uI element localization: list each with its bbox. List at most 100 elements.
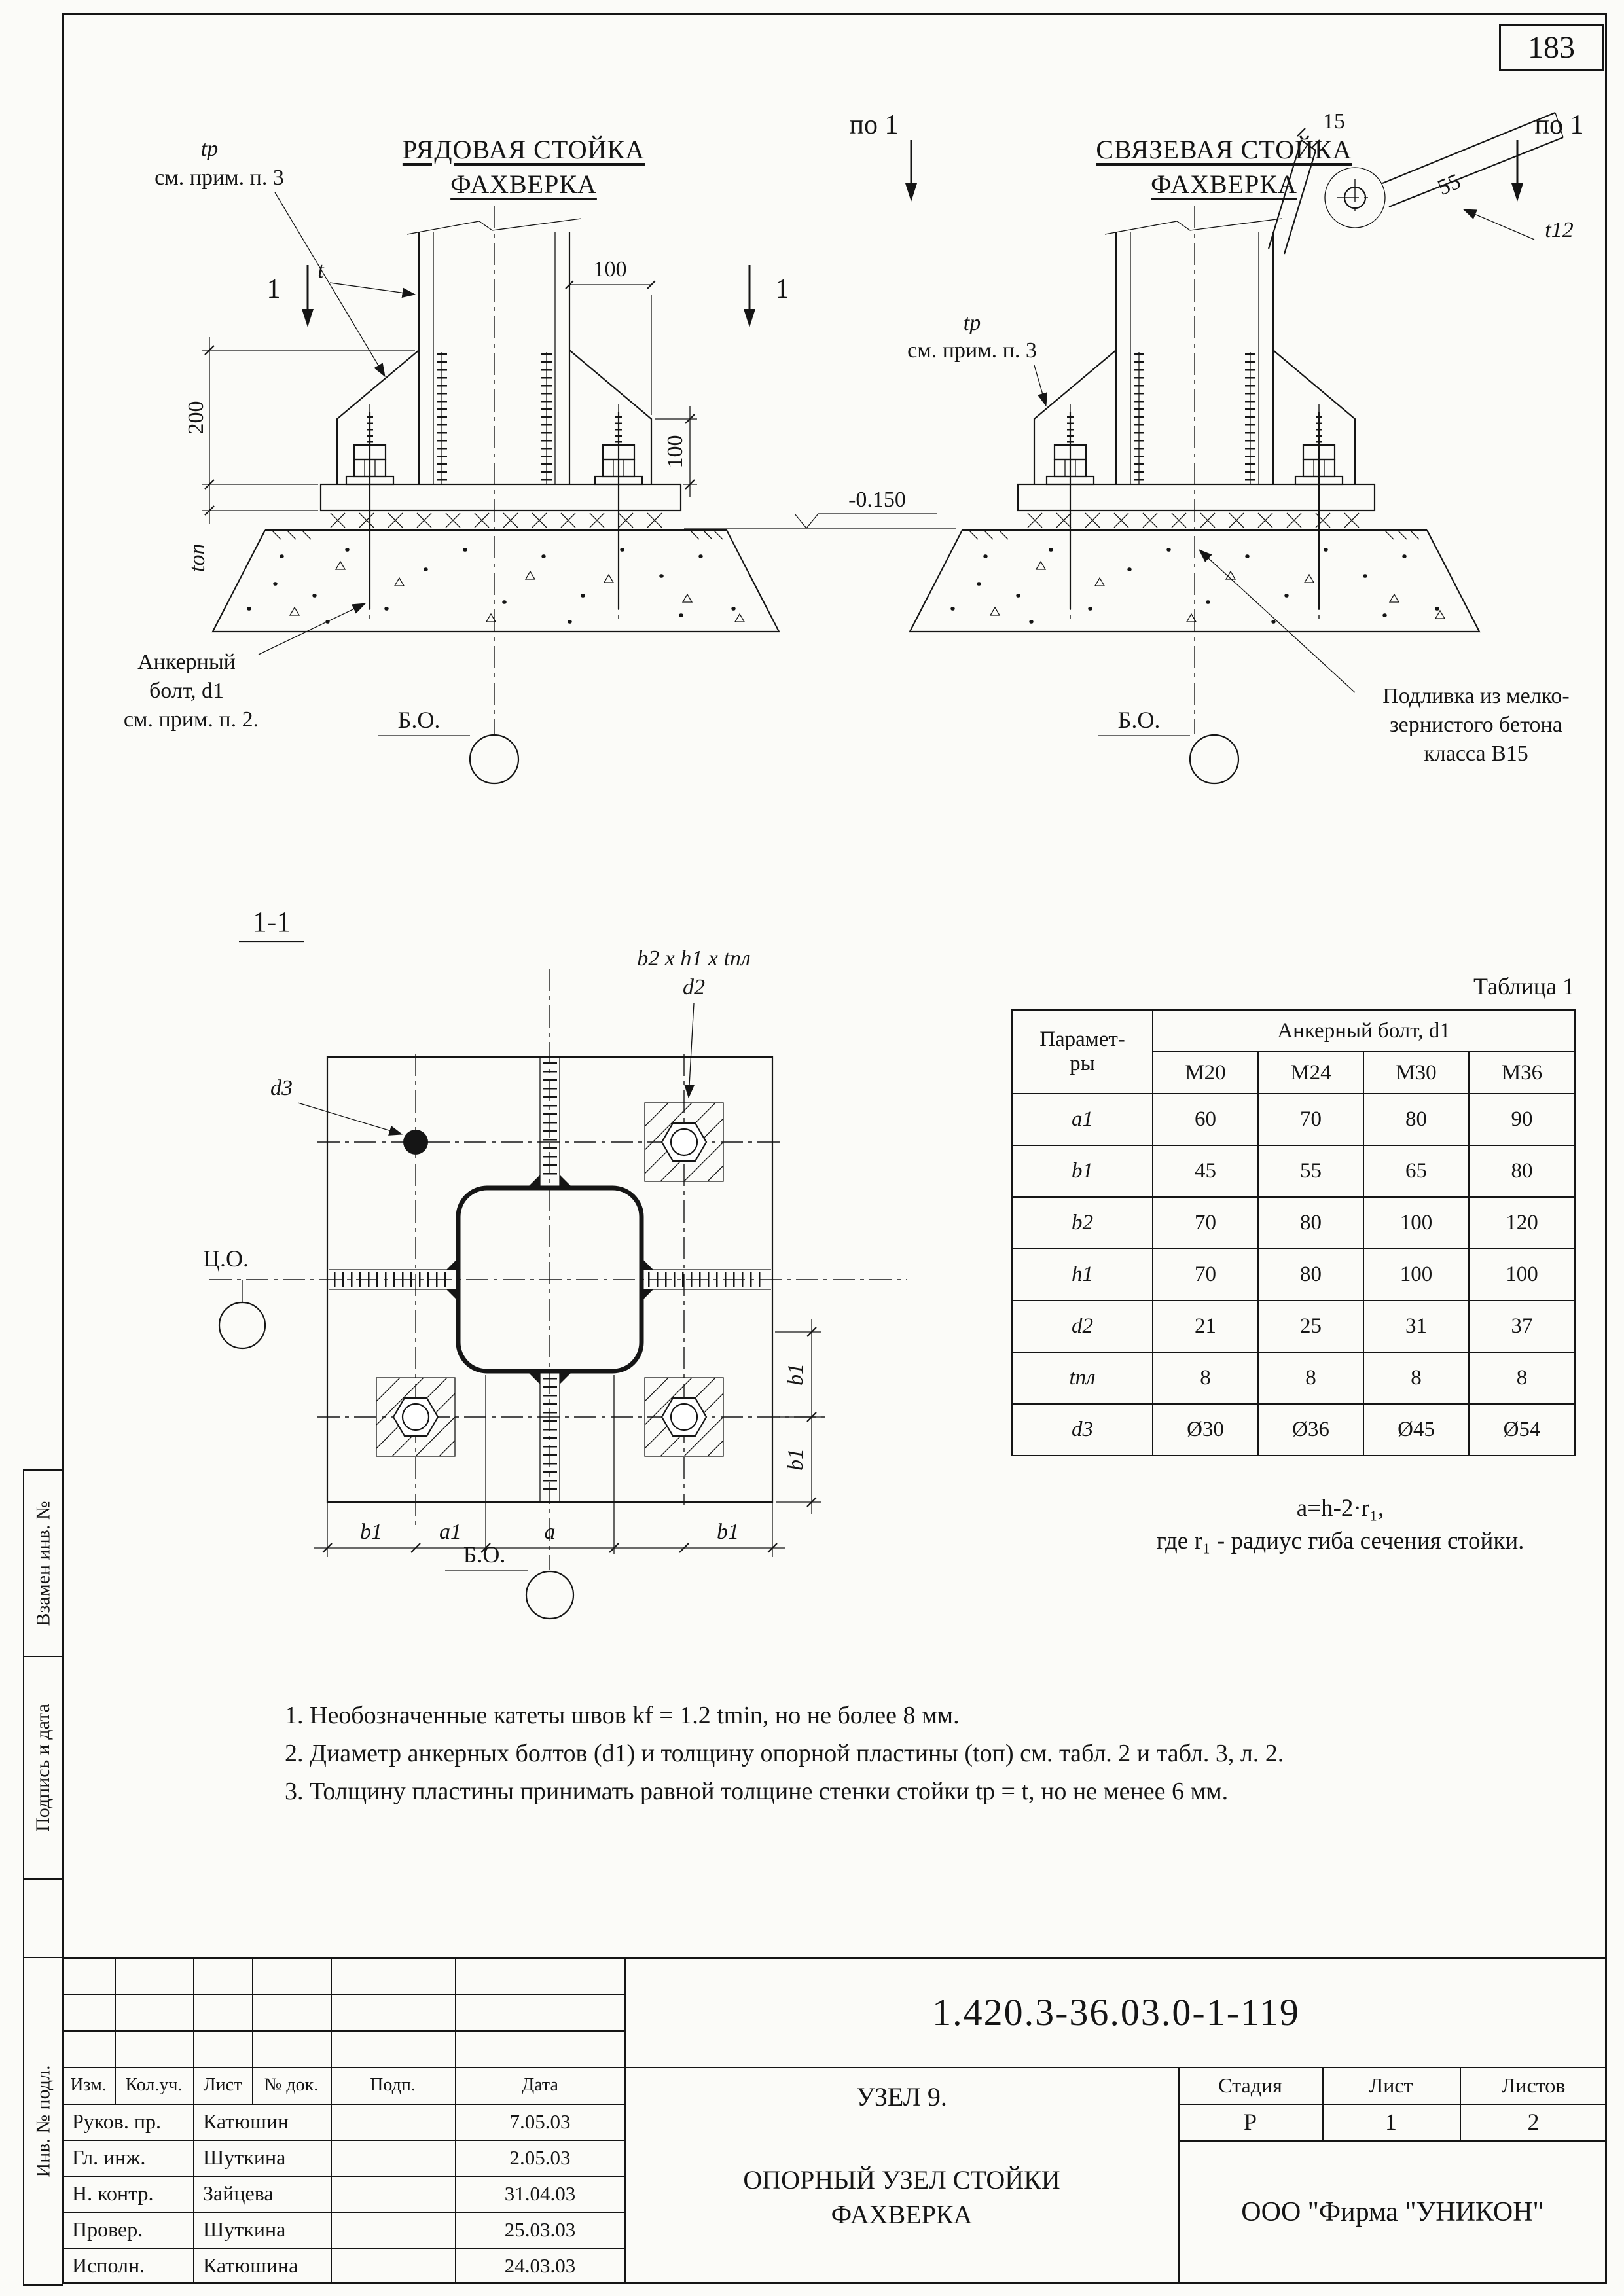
tb-header-izm: Изм.: [70, 2075, 107, 2095]
benchmark-right: Б.О.: [1098, 707, 1240, 785]
grout-note: Подливка из мелко- зернистого бетона кла…: [1199, 549, 1570, 766]
table-col-m30: М30: [1363, 1051, 1470, 1094]
left-view-title-line2: ФАХВЕРКА: [450, 170, 597, 199]
margin-label-podpis: Подпись и дата: [32, 1704, 54, 1832]
right-dimensions: b1 b1: [775, 1319, 821, 1514]
tb-company: ООО "Фирма "УНИКОН": [1241, 2197, 1544, 2227]
tb-line: [455, 1957, 456, 2284]
tb-stage-header: Стадия: [1218, 2073, 1282, 2097]
table-col-m36: М36: [1468, 1051, 1576, 1094]
table-col-m24: М24: [1257, 1051, 1364, 1094]
base-plate: [1017, 483, 1376, 512]
co-label: Ц.О.: [203, 1246, 249, 1272]
grout-layer: [1027, 512, 1360, 528]
tb-role-3: Провер.: [72, 2217, 143, 2241]
t12-label: t12: [1545, 218, 1573, 242]
tb-name-0: Катюшин: [203, 2109, 289, 2133]
column-tube-plan: [446, 1175, 653, 1384]
tb-header-koluch: Кол.уч.: [125, 2075, 183, 2095]
tb-header-list: Лист: [203, 2075, 242, 2095]
tp-see-note: см. прим. п. 3: [907, 338, 1037, 363]
dim-200: 200: [184, 337, 415, 497]
section-mark-po1-left: по 1: [850, 110, 899, 140]
tp-see-note: см. прим. п. 3: [154, 166, 284, 190]
anchor-bolt-note: Анкерный болт, d1 см. прим. п. 2.: [124, 603, 367, 732]
margin-label-inv: Инв. № подл.: [32, 2065, 54, 2178]
tp-note: tр см. прим. п. 3: [907, 311, 1048, 407]
tb-date-2: 31.04.03: [504, 2181, 576, 2205]
dim-100-top-label: 100: [594, 257, 627, 281]
base-plate-plan: [326, 1056, 774, 1503]
note-3: 3. Толщину пластины принимать равной тол…: [285, 1778, 1229, 1805]
tb-line: [62, 2067, 1607, 2068]
dim-a1: a1: [439, 1520, 461, 1544]
right-view-title: СВЯЗЕВАЯ СТОЙКА ФАХВЕРКА: [1041, 134, 1407, 200]
margin-label-vzamen: Взамен инв. №: [32, 1501, 54, 1626]
tb-sheets-header: Листов: [1501, 2073, 1566, 2097]
tb-header-podp: Подп.: [370, 2075, 416, 2095]
dim-15: 15: [1297, 109, 1345, 149]
tb-line: [1178, 2104, 1607, 2105]
t12-note: t12: [1462, 209, 1574, 242]
section-title: 1-1: [239, 906, 304, 943]
section-mark-1-left: 1: [267, 274, 281, 304]
brace-assembly: [1267, 111, 1564, 255]
tp-label: tр: [964, 311, 981, 335]
tb-doc-number: 1.420.3-36.03.0-1-119: [932, 1990, 1300, 2034]
tb-line: [62, 2248, 625, 2249]
tb-header-data: Дата: [522, 2075, 558, 2095]
tb-role-4: Исполн.: [72, 2253, 145, 2277]
grout-layer: [330, 512, 662, 528]
tb-line: [115, 1957, 116, 2104]
title-block: [62, 1957, 1607, 2284]
dim-top-plate: tоп: [185, 497, 318, 572]
tb-line: [1178, 2067, 1180, 2284]
anchor-bolt-left: [1045, 412, 1095, 609]
tb-date-4: 24.03.03: [504, 2253, 576, 2277]
formula-line1: a=h-2·r₁,: [1296, 1495, 1384, 1522]
table-col-m20: М20: [1152, 1051, 1259, 1094]
centerlines: [1070, 206, 1320, 734]
formula-line2: где r₁ - радиус гиба сечения стойки.: [1156, 1528, 1525, 1554]
tb-line: [624, 1957, 626, 2284]
tb-sheets-value: 2: [1527, 2109, 1540, 2135]
margin-box-vzamen: Взамен инв. №: [23, 1469, 63, 1657]
margin-box-empty: [23, 1878, 63, 1958]
t-label: t: [317, 259, 325, 283]
right-view-title-line1: СВЯЗЕВАЯ СТОЙКА: [1096, 135, 1352, 164]
dim-100-right: 100: [655, 406, 697, 497]
center-origin-mark: Ц.О.: [203, 1246, 266, 1350]
margin-box-podpis: Подпись и дата: [23, 1656, 63, 1880]
tb-name-2: Зайцева: [203, 2181, 274, 2205]
note-1: 1. Необозначенные катеты швов kf = 1.2 t…: [285, 1702, 960, 1729]
tp-label: tр: [201, 137, 218, 161]
plate-callout: b2 x h1 x tпл d2: [637, 946, 751, 1099]
tb-role-0: Руков. пр.: [72, 2109, 161, 2133]
dim-b1-bottom-right: b1: [717, 1520, 739, 1544]
bottom-dimensions: b1 a1 a b1: [314, 1375, 785, 1557]
tb-line: [331, 1957, 332, 2284]
benchmark-plan: Б.О.: [445, 1541, 575, 1620]
dim-top-label: tоп: [185, 544, 209, 572]
tb-name-3: Шуткина: [203, 2217, 286, 2241]
dim-55-label: 55: [1434, 170, 1464, 200]
tb-line: [62, 1994, 625, 1995]
left-elevation-drawing: 1 1 100 100 200 tоп tр см. прим. п. 3: [124, 137, 956, 785]
section-marks: 1 1: [267, 265, 789, 327]
page-number-box: 183: [1499, 24, 1604, 71]
left-view-title-line1: РЯДОВАЯ СТОЙКА: [402, 135, 645, 164]
margin-box-inv: Инв. № подл.: [23, 1957, 63, 2286]
tb-name-1: Шуткина: [203, 2145, 286, 2169]
tb-role-2: Н. контр.: [72, 2181, 154, 2205]
section-1-1-drawing: 1-1: [203, 906, 907, 1620]
dim-a: a: [545, 1520, 556, 1544]
right-view-title-line2: ФАХВЕРКА: [1151, 170, 1297, 199]
tb-line: [1460, 2067, 1461, 2140]
tb-date-1: 2.05.03: [509, 2145, 571, 2169]
tb-line: [62, 2140, 625, 2141]
anchor-bolt-left: [345, 412, 395, 609]
anchor-plates-plan: [375, 1102, 725, 1458]
